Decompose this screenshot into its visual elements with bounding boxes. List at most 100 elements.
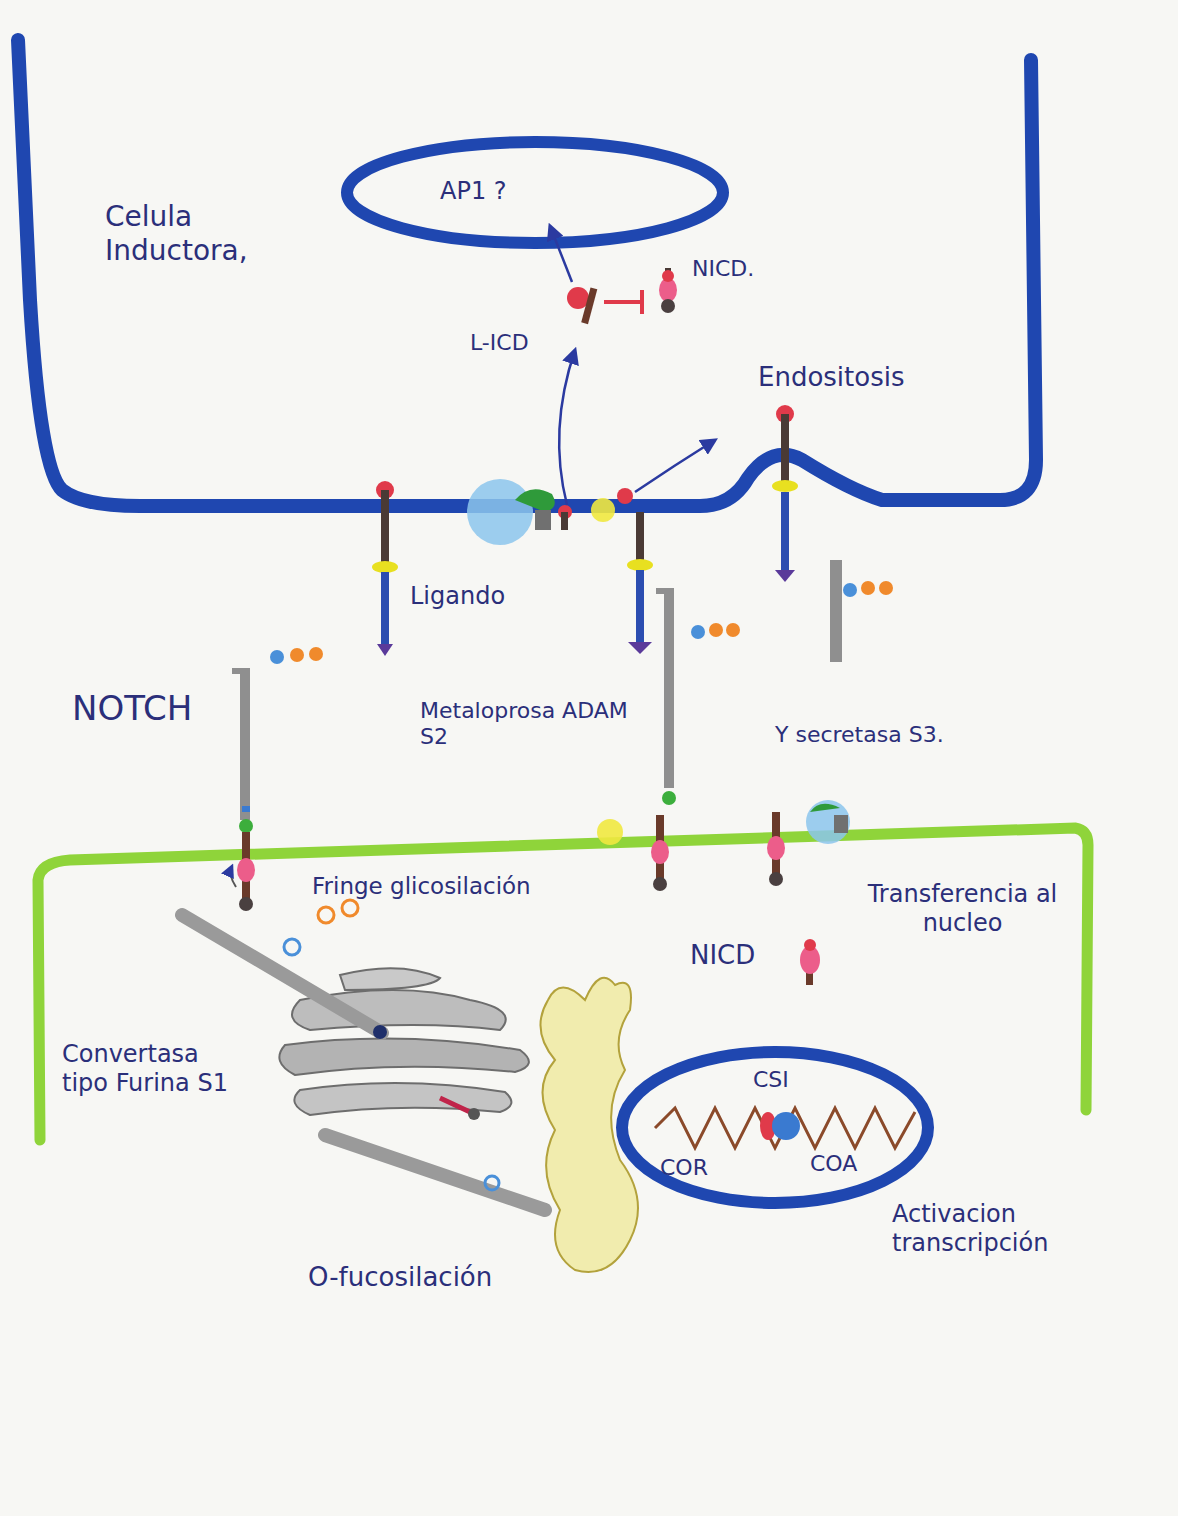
dna-strand [655, 1108, 915, 1148]
notch-receptor [309, 647, 323, 661]
endocytosed-ligand [776, 405, 794, 423]
notch-receptor [656, 815, 664, 885]
signal-arrows [559, 350, 575, 505]
text-label: COA [810, 1151, 890, 1177]
l-icd-fragment [567, 287, 642, 324]
precursor-rods [342, 900, 358, 916]
signal-arrows [550, 226, 572, 282]
notch-receptor [662, 791, 676, 805]
text-holder: Activacion transcripción [892, 1200, 1122, 1258]
notch-receptor [709, 623, 723, 637]
precursor-rods [318, 907, 334, 923]
notch-receptor [242, 832, 250, 904]
text-holder: NICD. [692, 256, 802, 282]
endocytosed-ligand [772, 480, 798, 492]
ligand [372, 481, 398, 656]
notch-receptor [270, 650, 284, 664]
notch-receptor [767, 836, 785, 860]
precursor-rods [468, 1108, 480, 1120]
adam-metalloprotease [617, 488, 633, 504]
notch-receptor [290, 648, 304, 662]
receiving-cell-membrane [38, 828, 1088, 1140]
text-holder: Ligando [410, 582, 550, 611]
notch-receptor [769, 872, 783, 886]
notch-receptor [237, 858, 255, 882]
notch-receptor [834, 815, 848, 833]
dna-strand [655, 1108, 915, 1148]
text-label: Ligando [410, 582, 550, 611]
text-label: NICD. [692, 256, 802, 282]
ligand [628, 642, 652, 654]
precursor-rods [373, 1025, 387, 1039]
notch-receptor [806, 800, 850, 844]
adam-metalloprotease [467, 479, 633, 545]
text-holder: AP1 ? [440, 177, 560, 206]
precursor-rods [182, 915, 382, 1033]
ligand [381, 490, 389, 562]
nucleus: CSI COR COA [615, 1045, 935, 1210]
ligand [636, 570, 644, 642]
ligand [381, 572, 389, 644]
notch-receptor [239, 819, 253, 833]
inducing-cell-outline [0, 0, 1060, 540]
notch-receptor [879, 581, 893, 595]
dna-strand [760, 1112, 776, 1140]
signal-arrows [550, 226, 715, 505]
text-label: Transferencia al nucleo [850, 880, 1075, 938]
notch-receptor [830, 560, 842, 662]
ligand [376, 481, 394, 499]
cell-membrane [18, 40, 1036, 506]
ligand [627, 559, 653, 571]
golgi-apparatus [279, 968, 529, 1115]
text-holder: Y secretasa S3. [775, 722, 1005, 748]
text-holder: NICD [690, 940, 780, 971]
l-icd-fragment [581, 288, 597, 325]
ligand [627, 512, 653, 654]
text-label: CSI [753, 1067, 823, 1093]
nicd-fragment [659, 268, 677, 313]
l-icd-fragment [567, 287, 589, 309]
text-holder: L-ICD [470, 330, 565, 356]
nucleus: AP1 ? [340, 135, 730, 250]
adam-metalloprotease [558, 505, 572, 519]
notch-receptor [651, 840, 669, 864]
text-holder: COR [660, 1155, 740, 1181]
notch-receptor [240, 672, 250, 820]
text-label: Metaloprosa ADAM S2 [420, 698, 630, 751]
text-label: NICD [690, 940, 780, 971]
text-holder: O-fucosilación [308, 1262, 548, 1293]
notch-receptor [231, 647, 323, 911]
adam-metalloprotease [467, 479, 533, 545]
adam-metalloprotease [515, 489, 555, 512]
endocytosed-ligand [781, 414, 789, 482]
text-label: Celula Inductora, [105, 200, 315, 267]
adam-metalloprotease [591, 498, 615, 522]
released-nicd [800, 939, 820, 985]
golgi-apparatus [279, 1039, 529, 1075]
text-holder: CSI [753, 1067, 823, 1093]
nicd-fragment [659, 278, 677, 302]
notch-receptor [656, 588, 674, 594]
notch-receptor [691, 625, 705, 639]
dna-strand [772, 1112, 800, 1140]
endocytosed-ligand [781, 492, 789, 570]
endocytosed-ligand [772, 405, 798, 582]
ligand [636, 512, 644, 562]
nuclear-envelope [622, 1052, 928, 1203]
released-nicd [804, 939, 816, 951]
inducing-cell: Celula Inductora, AP1 ? [0, 0, 1060, 540]
text-label: AP1 ? [440, 177, 560, 206]
notch-receptor [843, 583, 857, 597]
text-holder: Convertasa tipo Furina S1 [62, 1040, 242, 1098]
endocytosed-ligand [775, 570, 795, 582]
text-label: Y secretasa S3. [775, 722, 1005, 748]
receiving-cell-membrane [38, 828, 1088, 1140]
precursor-rods [284, 939, 300, 955]
text-label: L-ICD [470, 330, 565, 356]
notch-receptor [239, 897, 253, 911]
notch-receptor [597, 588, 740, 891]
precursor-rods [182, 900, 545, 1210]
text-holder: Celula Inductora, [105, 200, 315, 267]
text-label: Activacion transcripción [892, 1200, 1122, 1258]
